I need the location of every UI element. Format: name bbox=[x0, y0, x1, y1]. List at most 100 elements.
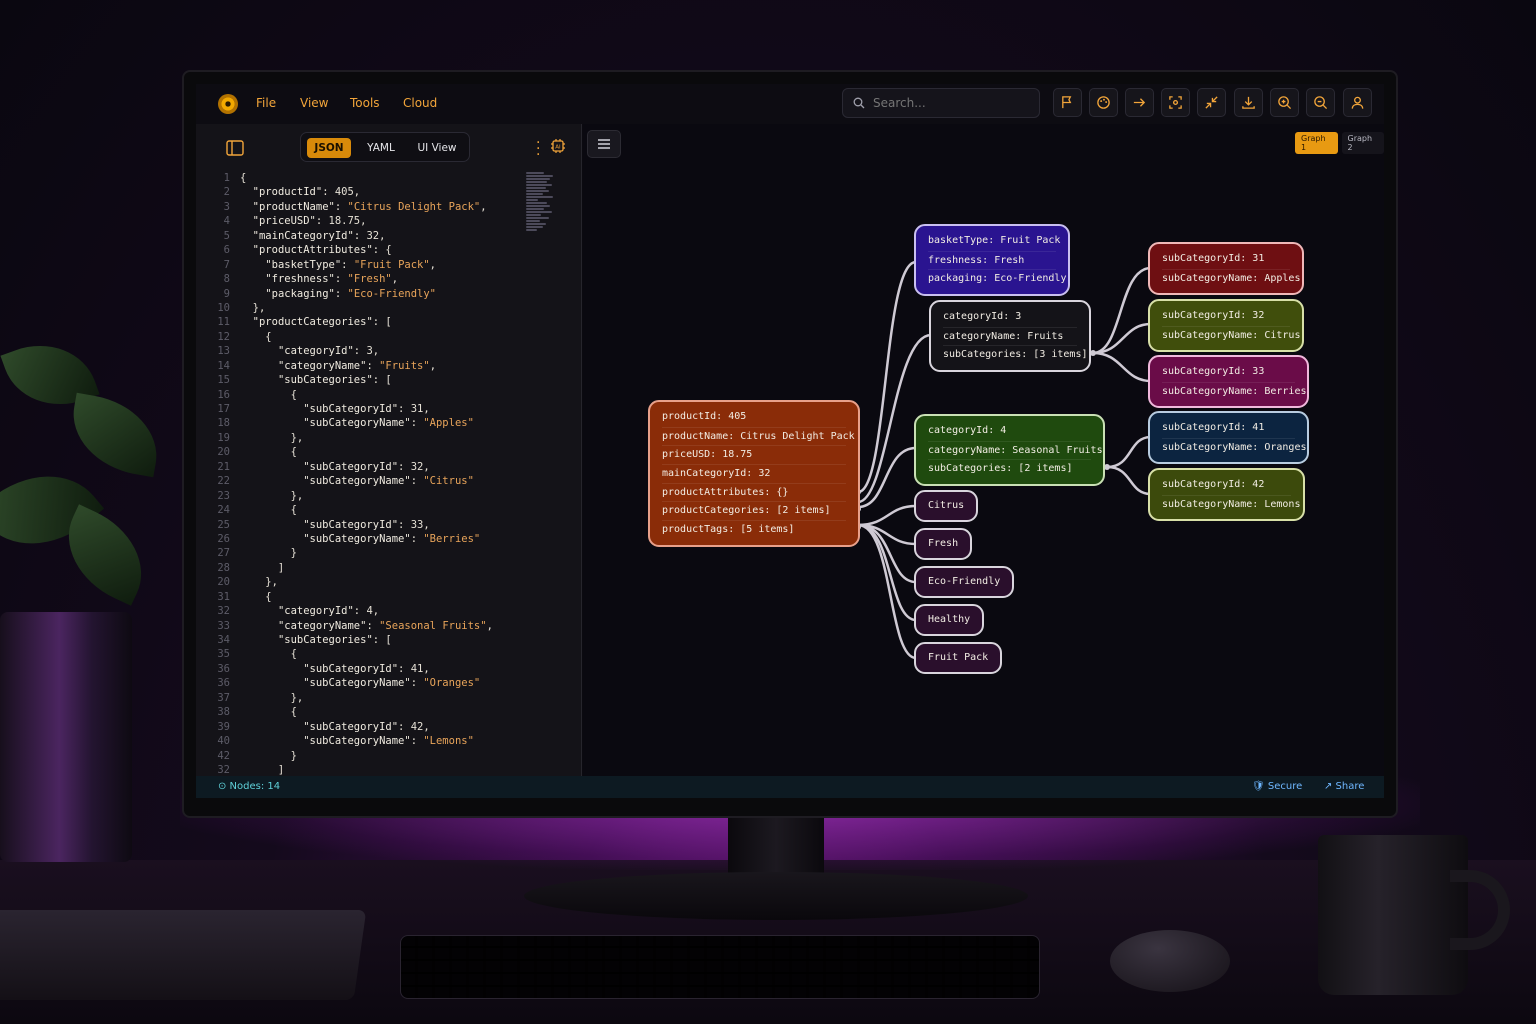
code-line[interactable]: 20 { bbox=[196, 445, 526, 459]
collapse-button[interactable] bbox=[1197, 88, 1226, 117]
code-line[interactable]: 10 }, bbox=[196, 301, 526, 315]
download-button[interactable] bbox=[1234, 88, 1263, 117]
line-number: 32 bbox=[217, 763, 230, 776]
menu-view[interactable]: View bbox=[300, 96, 329, 110]
code-line[interactable]: 3 "productName": "Citrus Delight Pack", bbox=[196, 200, 526, 214]
code-line[interactable]: 5 "mainCategoryId": 32, bbox=[196, 229, 526, 243]
tag-node[interactable]: Fruit Pack bbox=[914, 642, 1003, 674]
code-line[interactable]: 26 "subCategoryName": "Berries" bbox=[196, 532, 526, 546]
code-line[interactable]: 40 "subCategoryName": "Lemons" bbox=[196, 734, 526, 748]
code-line[interactable]: 39 "subCategoryId": 42, bbox=[196, 720, 526, 734]
code-line[interactable]: 15 "subCategories": [ bbox=[196, 373, 526, 387]
node-field: categoryName: Seasonal Fruits bbox=[928, 440, 1103, 460]
edge-root-category1 bbox=[856, 333, 933, 504]
code-line[interactable]: 25 "subCategoryId": 33, bbox=[196, 518, 526, 532]
flag-button[interactable] bbox=[1053, 88, 1082, 117]
code-line[interactable]: 12 { bbox=[196, 330, 526, 344]
menu-file[interactable]: File bbox=[256, 96, 277, 110]
code-line[interactable]: 32 ] bbox=[196, 763, 526, 777]
account-button[interactable] bbox=[1343, 88, 1372, 117]
code-line[interactable]: 1{ bbox=[196, 171, 526, 185]
line-number: 23 bbox=[217, 489, 230, 502]
code-line[interactable]: 21 "subCategoryId": 32, bbox=[196, 460, 526, 474]
code-line[interactable]: 31 { bbox=[196, 590, 526, 604]
code-line[interactable]: 24 { bbox=[196, 503, 526, 517]
code-text: ] bbox=[240, 763, 285, 776]
zoom-out-button[interactable] bbox=[1306, 88, 1335, 117]
edge-root-category2 bbox=[856, 446, 918, 509]
tab-graph-1[interactable]: Graph 1 bbox=[1295, 132, 1338, 154]
code-line[interactable]: 4 "priceUSD": 18.75, bbox=[196, 214, 526, 228]
ai-chip-icon[interactable]: AI bbox=[550, 138, 566, 154]
code-line[interactable]: 27 } bbox=[196, 546, 526, 560]
canvas-menu-button[interactable] bbox=[587, 130, 621, 158]
sidebar-toggle-icon[interactable] bbox=[226, 140, 244, 156]
focus-button[interactable] bbox=[1161, 88, 1190, 117]
tab-yaml[interactable]: YAML bbox=[367, 142, 395, 154]
code-line[interactable]: 13 "categoryId": 3, bbox=[196, 344, 526, 358]
code-line[interactable]: 36 "subCategoryId": 41, bbox=[196, 662, 526, 676]
tab-json[interactable]: JSON bbox=[307, 138, 351, 158]
code-line[interactable]: 36 "subCategoryName": "Oranges" bbox=[196, 676, 526, 690]
code-line[interactable]: 22 "subCategoryName": "Citrus" bbox=[196, 474, 526, 488]
code-line[interactable]: 42 } bbox=[196, 749, 526, 763]
more-options-icon[interactable]: ··· bbox=[536, 135, 541, 163]
collapse-icon bbox=[1205, 96, 1218, 109]
share-button[interactable]: ↗ Share bbox=[1324, 781, 1365, 792]
code-line[interactable]: 23 }, bbox=[196, 489, 526, 503]
code-line[interactable]: 6 "productAttributes": { bbox=[196, 243, 526, 257]
line-number: 35 bbox=[217, 648, 230, 661]
tab-ui-view[interactable]: UI View bbox=[417, 142, 457, 154]
menu-tools[interactable]: Tools bbox=[350, 96, 380, 110]
search-box[interactable] bbox=[842, 88, 1040, 118]
edge-root-tag-fruitpack bbox=[856, 523, 918, 660]
theme-button[interactable] bbox=[1089, 88, 1118, 117]
code-line[interactable]: 19 }, bbox=[196, 431, 526, 445]
code-line[interactable]: 17 "subCategoryId": 31, bbox=[196, 402, 526, 416]
node-field: categoryId: 3 bbox=[943, 311, 1022, 322]
code-line[interactable]: 38 { bbox=[196, 705, 526, 719]
code-line[interactable]: 28 ] bbox=[196, 561, 526, 575]
code-editor[interactable]: 1{2 "productId": 405,3 "productName": "C… bbox=[196, 171, 526, 777]
menu-cloud[interactable]: Cloud bbox=[403, 96, 438, 110]
code-text: "subCategoryId": 42, bbox=[303, 720, 430, 733]
code-line[interactable]: 37 }, bbox=[196, 691, 526, 705]
tag-node[interactable]: Eco-Friendly bbox=[914, 566, 1015, 598]
graph-canvas[interactable]: Graph 1 Graph 2 bbox=[583, 124, 1384, 776]
code-line[interactable]: 20 }, bbox=[196, 575, 526, 589]
code-line[interactable]: 14 "categoryName": "Fruits", bbox=[196, 359, 526, 373]
code-text: }, bbox=[240, 431, 304, 444]
minimap[interactable] bbox=[526, 172, 556, 262]
node-field: subCategoryId: 32 bbox=[1162, 310, 1265, 321]
code-line[interactable]: 18 "subCategoryName": "Apples" bbox=[196, 416, 526, 430]
search-input[interactable] bbox=[873, 96, 1023, 110]
tag-node[interactable]: Citrus bbox=[914, 490, 979, 522]
tab-graph-2[interactable]: Graph 2 bbox=[1341, 132, 1384, 154]
code-line[interactable]: 9 "packaging": "Eco-Friendly" bbox=[196, 287, 526, 301]
zoom-in-button[interactable] bbox=[1270, 88, 1299, 117]
tag-node[interactable]: Fresh bbox=[914, 528, 973, 560]
code-line[interactable]: 16 { bbox=[196, 388, 526, 402]
code-line[interactable]: 33 "categoryName": "Seasonal Fruits", bbox=[196, 619, 526, 633]
code-line[interactable]: 35 { bbox=[196, 647, 526, 661]
code-line[interactable]: 8 "freshness": "Fresh", bbox=[196, 272, 526, 286]
tag-node[interactable]: Healthy bbox=[914, 604, 985, 636]
line-number: 15 bbox=[217, 374, 230, 387]
code-line[interactable]: 34 "subCategories": [ bbox=[196, 633, 526, 647]
code-line[interactable]: 2 "productId": 405, bbox=[196, 185, 526, 199]
secure-indicator[interactable]: 🛡 Secure bbox=[1252, 781, 1303, 792]
code-line[interactable]: 11 "productCategories": [ bbox=[196, 315, 526, 329]
line-number: 10 bbox=[217, 301, 230, 314]
code-line[interactable]: 7 "basketType": "Fruit Pack", bbox=[196, 258, 526, 272]
code-line[interactable]: 32 "categoryId": 4, bbox=[196, 604, 526, 618]
navigate-button[interactable] bbox=[1125, 88, 1154, 117]
